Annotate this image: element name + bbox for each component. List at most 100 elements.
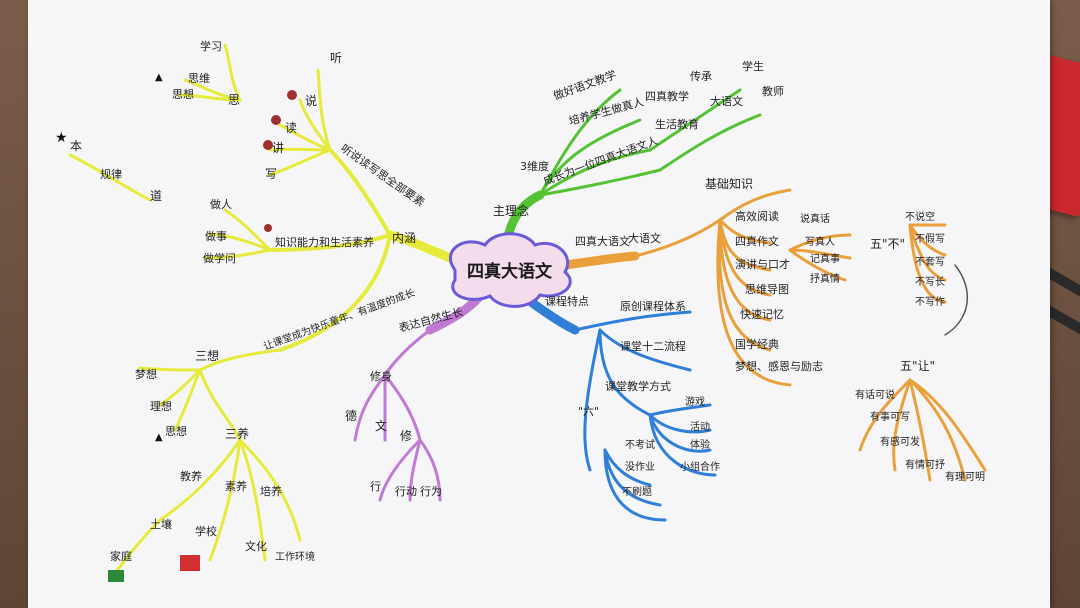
svg-text:修身: 修身 bbox=[370, 369, 392, 383]
svg-text:学校: 学校 bbox=[195, 524, 217, 538]
svg-text:国学经典: 国学经典 bbox=[735, 337, 779, 351]
svg-text:课堂十二流程: 课堂十二流程 bbox=[620, 339, 686, 353]
branch-neihan bbox=[68, 43, 465, 582]
svg-text:游戏: 游戏 bbox=[685, 395, 705, 408]
svg-text:有情可抒: 有情可抒 bbox=[905, 458, 945, 471]
branch-kecheng bbox=[510, 285, 717, 522]
label-neihan-sub2: 知识能力和生活素养 bbox=[275, 235, 374, 249]
svg-text:基础知识: 基础知识 bbox=[705, 177, 753, 191]
svg-text:有话可说: 有话可说 bbox=[855, 388, 895, 401]
svg-text:三想: 三想 bbox=[195, 348, 219, 363]
svg-text:土壤: 土壤 bbox=[150, 517, 172, 531]
svg-text:课堂教学方式: 课堂教学方式 bbox=[605, 379, 671, 393]
svg-text:记真事: 记真事 bbox=[810, 252, 840, 265]
svg-text:原创课程体系: 原创课程体系 bbox=[620, 299, 686, 313]
center-title: 四真大语文 bbox=[467, 261, 553, 282]
svg-text:听: 听 bbox=[330, 51, 342, 65]
svg-text:思想: 思想 bbox=[172, 87, 194, 101]
svg-text:工作环境: 工作环境 bbox=[275, 550, 315, 563]
svg-text:讲: 讲 bbox=[272, 140, 284, 155]
svg-text:教师: 教师 bbox=[762, 85, 784, 98]
svg-text:高效阅读: 高效阅读 bbox=[735, 209, 779, 223]
svg-text:不考试: 不考试 bbox=[625, 438, 655, 451]
svg-text:德: 德 bbox=[345, 408, 357, 423]
school-icon bbox=[180, 555, 200, 571]
svg-text:抒真情: 抒真情 bbox=[810, 272, 840, 285]
svg-text:做好语文教学: 做好语文教学 bbox=[551, 67, 618, 103]
red-dot-icon bbox=[263, 140, 273, 150]
svg-text:思想: 思想 bbox=[165, 424, 187, 438]
svg-text:不写作: 不写作 bbox=[915, 296, 945, 308]
svg-text:文: 文 bbox=[375, 418, 387, 433]
svg-text:大语文: 大语文 bbox=[710, 94, 743, 108]
svg-text:三养: 三养 bbox=[225, 426, 249, 441]
svg-text:有事可写: 有事可写 bbox=[870, 410, 910, 423]
label-kecheng: 课程特点 bbox=[545, 294, 589, 308]
svg-text:培养: 培养 bbox=[260, 484, 282, 498]
svg-text:梦想、感恩与励志: 梦想、感恩与励志 bbox=[735, 359, 823, 373]
svg-text:说: 说 bbox=[305, 93, 317, 108]
svg-text:快速记忆: 快速记忆 bbox=[740, 308, 784, 321]
red-dot-icon bbox=[287, 90, 297, 100]
svg-text:五"不": 五"不" bbox=[870, 237, 905, 251]
svg-text:梦想: 梦想 bbox=[135, 367, 157, 381]
svg-text:不假写: 不假写 bbox=[915, 232, 945, 245]
svg-text:本: 本 bbox=[70, 139, 82, 153]
svg-text:思: 思 bbox=[228, 93, 240, 107]
svg-text:不写长: 不写长 bbox=[915, 276, 945, 288]
svg-text:说真话: 说真话 bbox=[800, 212, 830, 225]
decor: ★ ▲ ▲ bbox=[55, 72, 297, 582]
red-dot-icon bbox=[271, 115, 281, 125]
svg-text:做学问: 做学问 bbox=[203, 251, 236, 265]
triangle-icon: ▲ bbox=[155, 72, 163, 83]
svg-text:"六": "六" bbox=[578, 405, 599, 418]
red-dot-icon bbox=[264, 224, 272, 232]
svg-text:有理可明: 有理可明 bbox=[945, 470, 985, 483]
label-linian: 主理念 bbox=[493, 203, 529, 218]
svg-text:规律: 规律 bbox=[100, 167, 122, 181]
svg-text:写真人: 写真人 bbox=[805, 235, 835, 248]
svg-text:小组合作: 小组合作 bbox=[680, 460, 720, 473]
svg-text:修: 修 bbox=[400, 428, 412, 443]
house-icon bbox=[108, 570, 124, 582]
svg-text:传承: 传承 bbox=[690, 70, 712, 83]
svg-text:学习: 学习 bbox=[200, 39, 222, 53]
svg-text:生活教育: 生活教育 bbox=[655, 117, 699, 131]
svg-text:不刷题: 不刷题 bbox=[622, 486, 652, 498]
svg-text:四真作文: 四真作文 bbox=[735, 234, 779, 248]
svg-text:行动: 行动 bbox=[395, 485, 417, 498]
svg-text:读: 读 bbox=[285, 121, 297, 135]
triangle-icon: ▲ bbox=[155, 432, 163, 443]
svg-text:体验: 体验 bbox=[690, 438, 710, 451]
star-icon: ★ bbox=[55, 130, 68, 146]
svg-text:演讲与口才: 演讲与口才 bbox=[735, 257, 790, 271]
svg-text:行为: 行为 bbox=[420, 485, 442, 498]
svg-text:文化: 文化 bbox=[245, 539, 267, 553]
svg-text:思维: 思维 bbox=[188, 72, 210, 85]
label-siyu: 四真大语文 bbox=[575, 234, 630, 248]
svg-text:理想: 理想 bbox=[150, 399, 172, 413]
svg-text:不套写: 不套写 bbox=[915, 255, 945, 268]
svg-text:写: 写 bbox=[265, 167, 277, 181]
svg-text:五"让": 五"让" bbox=[900, 359, 935, 373]
svg-text:活动: 活动 bbox=[690, 421, 710, 433]
svg-text:有感可发: 有感可发 bbox=[880, 435, 920, 448]
svg-text:行: 行 bbox=[370, 480, 381, 493]
svg-text:思维导图: 思维导图 bbox=[745, 283, 789, 296]
svg-text:没作业: 没作业 bbox=[625, 461, 655, 473]
svg-text:教养: 教养 bbox=[180, 469, 202, 483]
svg-text:四真教学: 四真教学 bbox=[645, 89, 689, 103]
svg-text:不说空: 不说空 bbox=[905, 210, 935, 223]
svg-text:家庭: 家庭 bbox=[110, 549, 132, 563]
svg-text:3维度: 3维度 bbox=[520, 159, 549, 173]
svg-text:素养: 素养 bbox=[225, 479, 247, 493]
center-node bbox=[448, 232, 572, 308]
svg-text:道: 道 bbox=[150, 189, 162, 203]
svg-text:学生: 学生 bbox=[742, 59, 764, 73]
label-neihan: 内涵 bbox=[392, 231, 416, 245]
svg-text:做人: 做人 bbox=[210, 197, 232, 211]
branch-siyu bbox=[560, 188, 987, 482]
svg-text:大语文: 大语文 bbox=[628, 231, 661, 245]
svg-text:做事: 做事 bbox=[205, 229, 227, 243]
